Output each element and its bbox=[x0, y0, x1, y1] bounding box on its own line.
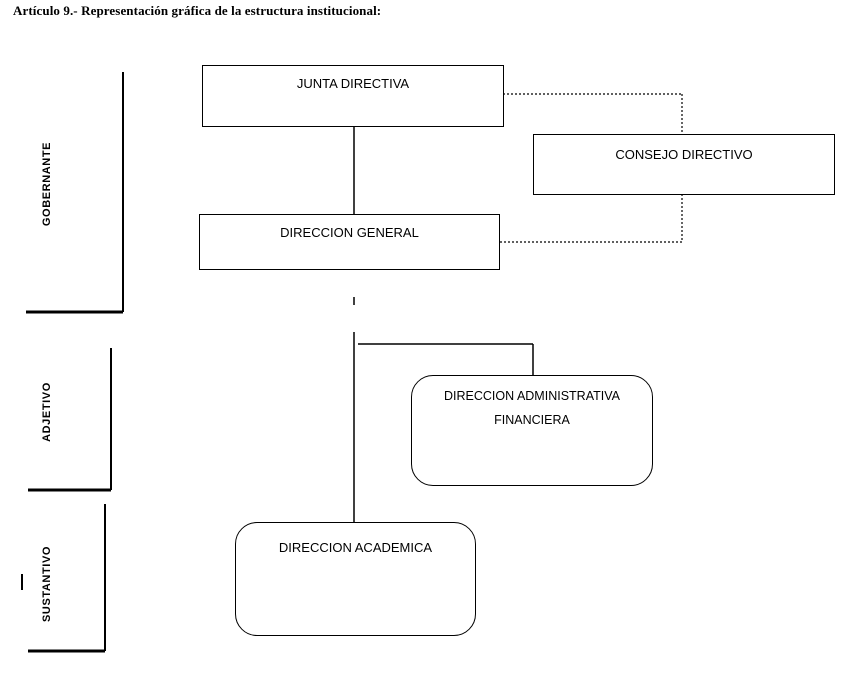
hierarchy-lines bbox=[353, 127, 534, 522]
junta-directiva-label: JUNTA DIRECTIVA bbox=[296, 76, 410, 91]
direccion-administrativa-financiera-box: DIRECCION ADMINISTRATIVA FINANCIERA bbox=[411, 375, 653, 486]
junta-directiva-box: JUNTA DIRECTIVA bbox=[202, 65, 504, 127]
level-label-gobernante: GOBERNANTE bbox=[41, 141, 53, 227]
direccion-administrativa-label-line2: FINANCIERA bbox=[494, 413, 570, 427]
level-label-adjetivo: ADJETIVO bbox=[41, 382, 53, 442]
consejo-directivo-label: CONSEJO DIRECTIVO bbox=[615, 147, 753, 162]
direccion-academica-label: DIRECCION ACADEMICA bbox=[278, 540, 433, 555]
level-label-sustantivo: SUSTANTIVO bbox=[41, 545, 53, 623]
direccion-general-box: DIRECCION GENERAL bbox=[199, 214, 500, 270]
article-heading: Artículo 9.- Representación gráfica de l… bbox=[13, 3, 382, 18]
consejo-directivo-box: CONSEJO DIRECTIVO bbox=[533, 134, 835, 195]
direccion-general-label: DIRECCION GENERAL bbox=[280, 225, 419, 240]
advisory-lines bbox=[500, 93, 683, 243]
level-brackets bbox=[21, 72, 124, 653]
direccion-academica-box: DIRECCION ACADEMICA bbox=[235, 522, 476, 636]
direccion-administrativa-label-line1: DIRECCION ADMINISTRATIVA bbox=[444, 389, 620, 403]
